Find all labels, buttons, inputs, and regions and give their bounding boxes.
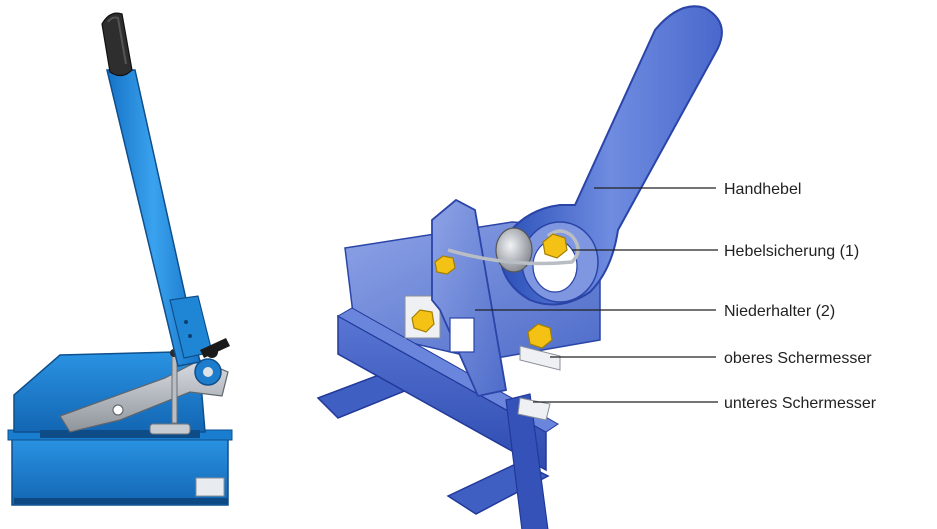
label-handhebel: Handhebel [724,181,801,198]
photo-lever-shear [8,13,232,505]
label-oberes-schermesser: oberes Schermesser [724,350,872,367]
label-unteres-schermesser: unteres Schermesser [724,395,877,412]
illustration-lever-shear [318,6,722,529]
label-hebelsicherung: Hebelsicherung (1) [724,243,859,260]
label-niederhalter: Niederhalter (2) [724,303,835,320]
